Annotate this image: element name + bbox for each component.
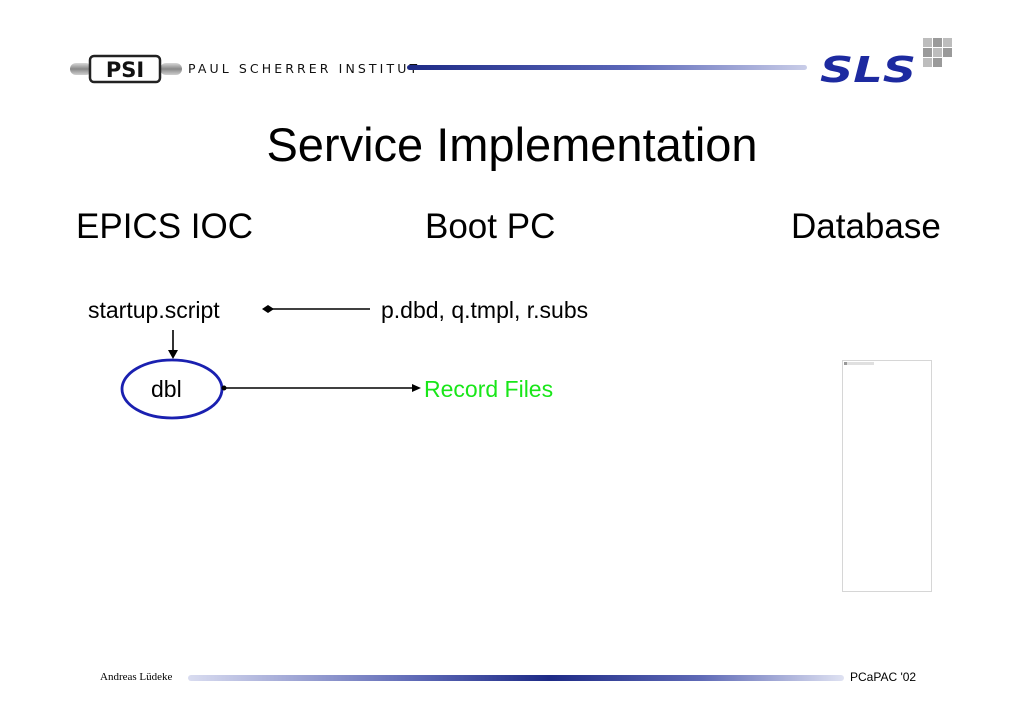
- node-record-files: Record Files: [424, 376, 554, 402]
- sls-logo-grid-icon: [923, 38, 952, 67]
- node-dbl: dbl: [151, 376, 182, 402]
- column-heading-epics-ioc: EPICS IOC: [76, 207, 253, 246]
- institute-name: PAUL SCHERRER INSTITUT: [188, 61, 421, 76]
- broken-image-icon: [844, 362, 874, 365]
- column-heading-boot-pc: Boot PC: [425, 207, 556, 246]
- arrow-startup-to-dbl: [168, 330, 178, 359]
- sls-logo-text: SLS: [820, 50, 916, 86]
- psi-logo-text: PSI: [106, 58, 144, 82]
- arrow-dbl-to-record-files: [221, 384, 421, 392]
- header-divider-bar: [407, 65, 807, 70]
- footer-event: PCaPAC '02: [850, 670, 917, 684]
- sls-logo: SLS: [820, 38, 952, 86]
- psi-logo: PSI: [70, 54, 182, 84]
- node-startup-script: startup.script: [88, 297, 220, 323]
- database-panel: [842, 360, 932, 592]
- page-title: Service Implementation: [266, 118, 758, 171]
- footer-author: Andreas Lüdeke: [100, 671, 173, 683]
- footer-divider-bar: [188, 675, 844, 681]
- column-heading-database: Database: [791, 207, 941, 246]
- node-boot-files: p.dbd, q.tmpl, r.subs: [381, 297, 589, 323]
- arrow-pdbd-to-startup: [262, 305, 370, 313]
